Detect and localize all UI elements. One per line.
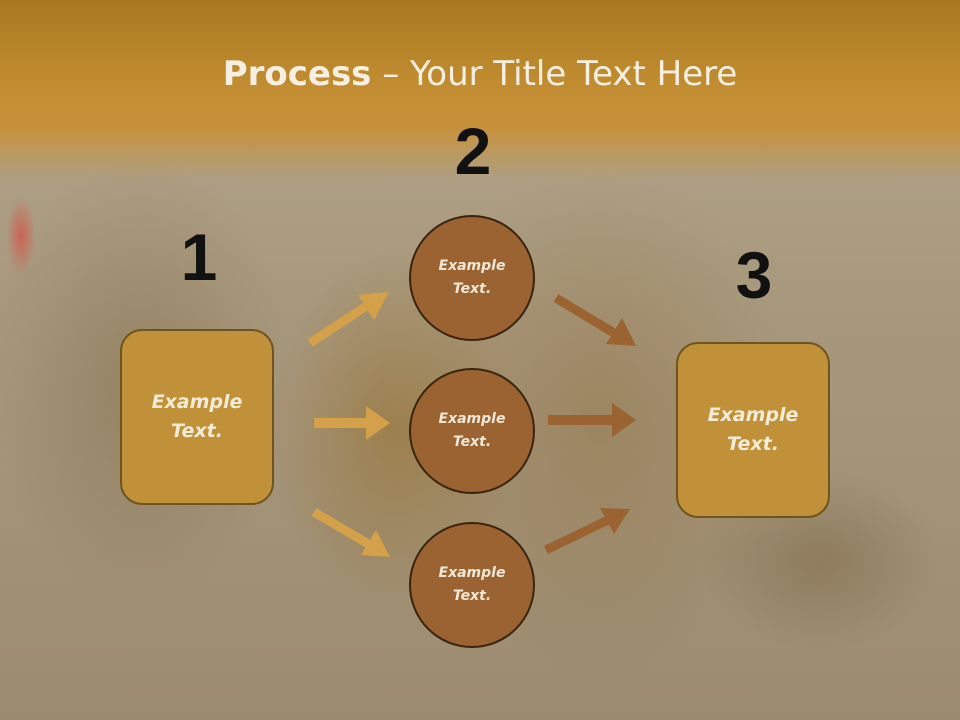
title-bold: Process bbox=[222, 54, 372, 94]
step-number-1: 1 bbox=[180, 220, 218, 294]
arrow-right-top bbox=[553, 294, 636, 346]
arrow-left-bottom bbox=[311, 508, 390, 557]
step-3-box[interactable]: Example Text. bbox=[676, 342, 830, 518]
step-3-label: Example Text. bbox=[707, 404, 799, 455]
title-band bbox=[0, 0, 960, 180]
step-number-2: 2 bbox=[454, 114, 492, 188]
slide-title[interactable]: Process – Your Title Text Here bbox=[0, 54, 960, 94]
circle-label-top: Example Text. bbox=[438, 258, 506, 297]
arrow-right-bottom bbox=[544, 508, 630, 555]
step-2-circle-top[interactable]: Example Text. bbox=[409, 215, 535, 341]
step-2-circle-middle[interactable]: Example Text. bbox=[409, 368, 535, 494]
step-2-circle-bottom[interactable]: Example Text. bbox=[409, 522, 535, 648]
arrow-right-middle bbox=[548, 403, 636, 437]
step-number-3: 3 bbox=[735, 238, 773, 312]
step-1-label: Example Text. bbox=[151, 391, 243, 442]
circle-label-middle: Example Text. bbox=[438, 411, 506, 450]
circle-label-bottom: Example Text. bbox=[438, 565, 506, 604]
arrow-left-top bbox=[307, 292, 389, 347]
step-1-box[interactable]: Example Text. bbox=[120, 329, 274, 505]
title-rest: – Your Title Text Here bbox=[371, 54, 738, 94]
background-accent bbox=[6, 196, 36, 276]
arrow-left-middle bbox=[314, 406, 390, 440]
